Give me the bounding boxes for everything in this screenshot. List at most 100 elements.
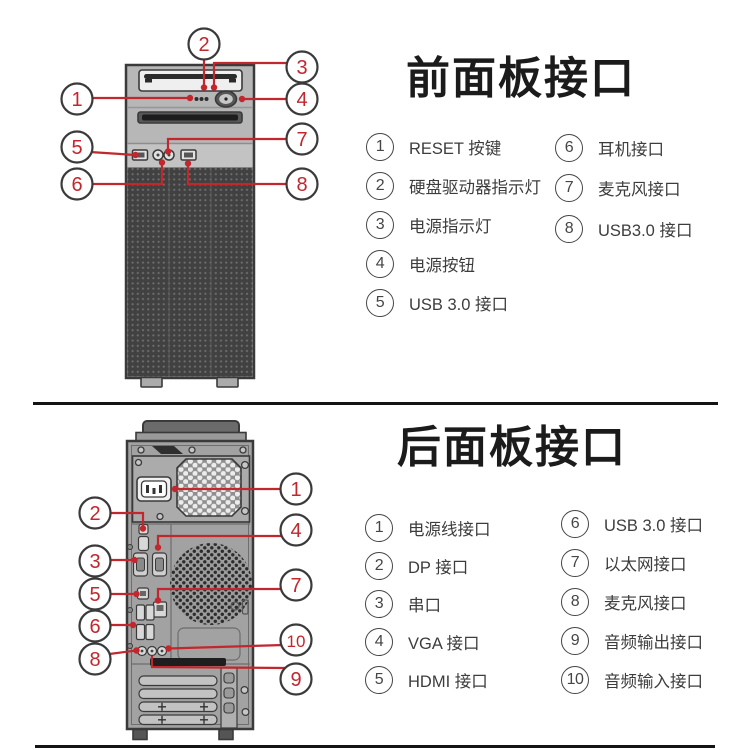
callout-rear-8: 8: [78, 642, 112, 676]
legend-label: 电源线接口: [408, 521, 491, 539]
legend-number: 2: [366, 172, 394, 200]
front-callouts: 1 2 3 4 5 6 7 8: [60, 27, 319, 201]
legend-number: 5: [366, 289, 394, 317]
legend-item-rear-2: 2 DP 接口: [365, 552, 468, 580]
legend-number: 4: [366, 250, 394, 278]
legend-item-front-7: 7 麦克风接口: [555, 174, 681, 202]
legend-item-front-4: 4 电源按钮: [366, 250, 475, 278]
legend-number: 8: [555, 215, 583, 243]
rear-feet: [132, 728, 234, 741]
legend-number: 7: [561, 549, 589, 577]
svg-text:8: 8: [296, 174, 307, 196]
legend-number: 5: [365, 666, 393, 694]
legend-item-front-8: 8 USB3.0 接口: [555, 215, 692, 243]
section-divider: [33, 402, 718, 405]
svg-text:3: 3: [89, 551, 100, 573]
optical-drive-bay: [138, 69, 243, 92]
front-indicator-leds: [194, 97, 209, 101]
legend-number: 10: [561, 666, 589, 694]
callout-rear-9: 9: [279, 662, 313, 696]
svg-text:8: 8: [89, 649, 100, 671]
pci-bracket-column: [220, 667, 250, 729]
rear-tower: [125, 420, 255, 741]
bottom-divider: [35, 745, 715, 748]
svg-text:4: 4: [296, 89, 307, 111]
legend-item-rear-6: 6 USB 3.0 接口: [561, 510, 703, 538]
legend-number: 3: [365, 590, 393, 618]
pci-slot-covers: [138, 675, 218, 726]
legend-label: 以太网接口: [604, 556, 687, 574]
svg-text:7: 7: [296, 129, 307, 151]
legend-label: DP 接口: [408, 559, 469, 577]
legend-item-front-6: 6 耳机接口: [555, 134, 664, 162]
svg-text:2: 2: [89, 503, 100, 525]
legend-item-rear-1: 1 电源线接口: [365, 514, 491, 542]
callout-rear-3: 3: [78, 544, 112, 578]
legend-label: 音频输入接口: [604, 673, 703, 691]
rear-callouts: 1 2 3 4 5 6 7 8 9 10: [78, 472, 313, 696]
legend-number: 8: [561, 588, 589, 616]
headphone-jack: [152, 149, 164, 161]
power-button: [214, 90, 238, 108]
svg-text:3: 3: [296, 57, 307, 79]
legend-label: 耳机接口: [598, 141, 664, 159]
ethernet-port: [152, 601, 168, 618]
callout-front-3: 3: [285, 50, 319, 84]
legend-label: 电源指示灯: [409, 218, 492, 236]
legend-label: RESET 按键: [409, 140, 502, 158]
legend-item-rear-10: 10 音频输入接口: [561, 666, 703, 694]
front-panel-title: 前面板接口: [406, 54, 636, 103]
legend-label: USB 3.0 接口: [604, 517, 704, 535]
vga-port: [151, 552, 168, 577]
legend-item-rear-9: 9 音频输出接口: [561, 627, 703, 655]
legend-number: 6: [555, 134, 583, 162]
legend-item-rear-3: 3 串口: [365, 590, 441, 618]
callout-rear-5: 5: [78, 577, 112, 611]
serial-port: [132, 552, 149, 577]
legend-item-front-5: 5 USB 3.0 接口: [366, 289, 508, 317]
legend-label: USB3.0 接口: [598, 222, 693, 240]
legend-number: 9: [561, 627, 589, 655]
svg-text:2: 2: [198, 34, 209, 56]
callout-rear-6: 6: [78, 609, 112, 643]
rear-panel-title: 后面板接口: [397, 423, 627, 472]
callout-front-2: 2: [187, 27, 221, 61]
callout-front-7: 7: [285, 122, 319, 156]
svg-text:6: 6: [71, 174, 82, 196]
callout-front-4: 4: [285, 82, 319, 116]
legend-label: 电源按钮: [409, 257, 475, 275]
callout-front-6: 6: [60, 167, 94, 201]
legend-number: 2: [365, 552, 393, 580]
callout-rear-1: 1: [279, 472, 313, 506]
rear-fan-grille: [170, 543, 252, 625]
audio-jacks: [136, 645, 168, 657]
callout-front-1: 1: [60, 82, 94, 116]
front-leader-lines: [89, 59, 288, 186]
legend-item-front-1: 1 RESET 按键: [366, 133, 501, 161]
svg-text:5: 5: [71, 137, 82, 159]
callout-rear-7: 7: [279, 568, 313, 602]
svg-text:4: 4: [290, 520, 301, 542]
left-edge-tabs: [127, 544, 133, 649]
rear-leader-lines: [109, 485, 287, 670]
svg-text:10: 10: [287, 632, 306, 651]
legend-label: 麦克风接口: [598, 181, 681, 199]
svg-text:7: 7: [290, 575, 301, 597]
svg-text:1: 1: [290, 479, 301, 501]
legend-number: 3: [366, 211, 394, 239]
legend-number: 1: [365, 514, 393, 542]
callout-front-8: 8: [285, 167, 319, 201]
power-inlet: [136, 476, 172, 502]
front-mesh-grille: [127, 167, 253, 377]
legend-label: 麦克风接口: [604, 595, 687, 613]
legend-item-front-2: 2 硬盘驱动器指示灯: [366, 172, 541, 200]
rear-usb-ports: [135, 604, 155, 641]
legend-item-rear-7: 7 以太网接口: [561, 549, 687, 577]
rear-leader-dots: [129, 485, 179, 654]
svg-text:5: 5: [89, 584, 100, 606]
front-leader-dots: [132, 84, 246, 167]
legend-number: 4: [365, 628, 393, 656]
legend-label: VGA 接口: [408, 635, 480, 653]
